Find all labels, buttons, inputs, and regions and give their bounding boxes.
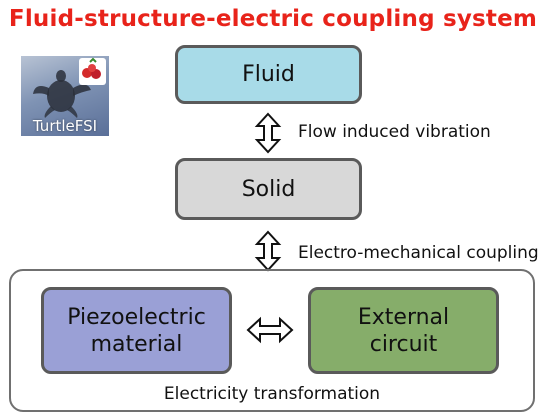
logo-text: TurtleFSI: [32, 117, 98, 135]
piezoelectric-material-node: Piezoelectric material: [41, 287, 232, 374]
electricity-transformation-label: Electricity transformation: [163, 384, 381, 404]
fluid-node: Fluid: [175, 45, 362, 104]
page-title: Fluid-structure-electric coupling system: [8, 6, 538, 32]
external-circuit-node: External circuit: [308, 287, 499, 374]
horizontal-double-arrow-icon: [246, 316, 294, 344]
turtlefsi-logo: TurtleFSI: [21, 56, 109, 136]
vertical-double-arrow-icon: [254, 112, 282, 154]
electricity-transformation-group: [9, 269, 535, 412]
vertical-double-arrow-icon: [254, 230, 282, 272]
solid-node-label: Solid: [241, 176, 296, 202]
electro-mechanical-coupling-label: Electro-mechanical coupling: [298, 243, 539, 263]
fluid-node-label: Fluid: [242, 62, 295, 87]
solid-node: Solid: [175, 158, 362, 220]
turtle-icon: [33, 57, 106, 118]
external-circuit-label: External circuit: [357, 304, 450, 357]
flow-induced-vibration-label: Flow induced vibration: [298, 122, 491, 142]
piezoelectric-material-label: Piezoelectric material: [67, 304, 206, 357]
